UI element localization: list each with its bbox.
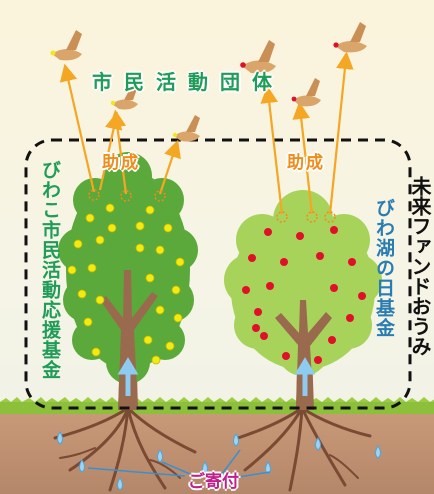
left-roots <box>53 406 197 492</box>
water-drops <box>57 431 381 491</box>
left-growth-arrow <box>117 357 139 396</box>
right-tree-foliage <box>224 190 382 376</box>
grant-label-right: 助成 <box>287 153 325 173</box>
right-roots <box>236 406 372 492</box>
right-tree-branches <box>275 300 332 410</box>
bird-icon <box>50 30 82 61</box>
bird-icon <box>291 78 321 107</box>
fund-boundary <box>24 138 412 410</box>
birds <box>50 22 367 142</box>
left-fund-label: びわこ市民活動応援基金 <box>39 160 61 380</box>
left-tree-branches <box>100 270 158 410</box>
grant-arrows <box>59 51 354 215</box>
right-growth-arrow <box>294 357 316 396</box>
left-tree-fruits <box>67 203 185 365</box>
bird-icon <box>333 22 367 53</box>
soil <box>0 412 434 494</box>
grant-label-left: 助成 <box>102 153 140 173</box>
grass <box>0 402 434 414</box>
bird-icon <box>240 40 276 74</box>
donation-pointer-lines <box>87 449 271 479</box>
granted-fruits <box>88 189 336 223</box>
bird-icon <box>172 115 200 142</box>
right-tree-fruits <box>242 226 366 364</box>
bird-icon <box>110 83 138 110</box>
grass-tufts <box>0 397 434 402</box>
right-fund-label: びわ湖の日基金 <box>373 198 395 338</box>
civic-groups-label: 市民活動団体 <box>92 70 284 94</box>
donation-label: ご寄付 <box>188 472 239 492</box>
organization-label: 未来ファンドおうみ <box>408 176 432 356</box>
